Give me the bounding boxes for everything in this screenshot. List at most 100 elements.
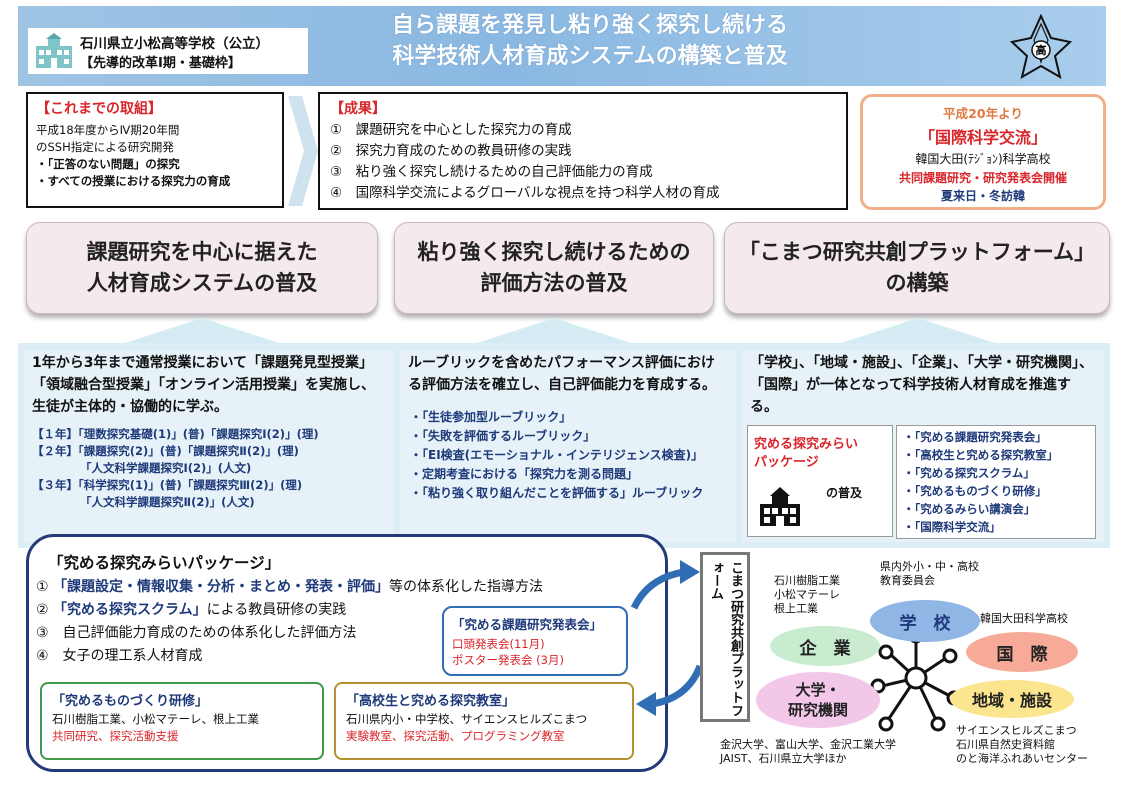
card-line: ポスター発表会 (3月) — [452, 653, 564, 667]
package-card: 究める探究みらい パッケージ の普及 — [747, 425, 893, 537]
pillar-platform: 「こまつ研究共創プラットフォーム」の構築 — [724, 222, 1110, 314]
package-item-4: ④ 女子の理工系人材育成 — [36, 648, 203, 664]
person-node-icon — [942, 648, 958, 664]
note-line: 県内外小・中・高校 — [880, 560, 979, 573]
intl-season: 夏来日・冬訪韓 — [940, 189, 1025, 203]
pillar-line: 評価方法の普及 — [480, 271, 628, 295]
past-line: 平成18年度からⅣ期20年間 — [36, 123, 180, 137]
international-exchange-box: 平成20年より 「国際科学交流」 韓国大田(ﾃｼﾞｮﾝ)科学高校 共同課題研究・… — [860, 94, 1106, 210]
evaluation-item: ・「生徒参加型ルーブリック」 — [410, 410, 572, 424]
research-presentation-card: 「究める課題研究発表会」 口頭発表会(11月) ポスター発表会 (3月) — [442, 606, 628, 676]
card-title: 「究める課題研究発表会」 — [452, 617, 603, 632]
person-node-icon — [878, 644, 894, 660]
title-line-2: 科学技術人材育成システムの構築と普及 — [392, 44, 788, 69]
region-note: サイエンスヒルズこまつ 石川県自然史資料館 のと海洋ふれあいセンター — [956, 724, 1088, 766]
events-card: ・「究める課題研究発表会」 ・「高校生と究める探究教室」 ・「究める探究スクラム… — [896, 425, 1096, 539]
pillar-line: 粘り強く探究し続けるための — [417, 240, 691, 264]
package-title-line: 究める探究みらい — [754, 437, 859, 452]
note-line: サイエンスヒルズこまつ — [956, 724, 1077, 737]
note-line: JAIST、石川県立大学ほか — [720, 752, 847, 765]
evaluation-item: ・「EI検査(エモーショナル・インテリジェンス検査)」 — [410, 448, 704, 462]
emblem-char: 高 — [1036, 43, 1047, 57]
course-line: 「人文科学課題探究Ⅰ(2)」(人文) — [80, 461, 252, 475]
school-designation: 【先導的改革Ⅰ期・基礎枠】 — [80, 56, 241, 71]
course-line: 「人文科学課題探究Ⅱ(2)」(人文) — [80, 495, 255, 509]
course-line: 【２年】「課題探究(2)」(普)「課題探究Ⅱ(2)」(理) — [32, 444, 299, 458]
pointer-triangle — [122, 318, 282, 344]
card-line: 実験教室、探究活動、プログラミング教室 — [346, 729, 565, 743]
intl-since: 平成20年より — [943, 106, 1023, 121]
past-efforts-box: 【これまでの取組】 平成18年度からⅣ期20年間 のSSH指定による研究開発 ・… — [26, 92, 284, 208]
inquiry-class-card: 「高校生と究める探究教室」 石川県内小・中学校、サイエンスヒルズこまつ 実験教室… — [334, 682, 634, 760]
course-line: 【１年】「理数探究基礎(1)」(普)「課題探究Ⅰ(2)」(理) — [32, 427, 319, 441]
evaluation-item: ・「粘り強く取り組んだことを評価する」ルーブリック — [410, 486, 704, 500]
node-university: 大学・研究機関 — [756, 672, 880, 728]
page-title: 自ら課題を発見し粘り強く探究し続ける 科学技術人材育成システムの構築と普及 — [330, 10, 850, 72]
column-lead: ルーブリックを含めたパフォーマンス評価における評価方法を確立し、自己評価能力を育… — [408, 355, 716, 393]
hub-node-icon — [904, 666, 928, 690]
pillar-line: 課題研究を中心に据えた — [86, 240, 318, 264]
intl-event: 共同課題研究・研究発表会開催 — [898, 171, 1067, 185]
node-company: 企 業 — [770, 626, 880, 666]
card-title: 「高校生と究める探究教室」 — [346, 694, 516, 709]
company-note: 石川樹脂工業 小松マテーレ 根上工業 — [774, 574, 840, 616]
card-line: 共同研究、探究活動支援 — [52, 729, 179, 743]
pillar-research-system: 課題研究を中心に据えた人材育成システムの普及 — [26, 222, 378, 314]
item-number: ② — [36, 602, 49, 618]
school-emblem-icon: 高 — [1010, 14, 1072, 80]
package-title: 「究める探究みらいパッケージ」 — [48, 554, 281, 572]
school-name: 石川県立小松高等学校（公立） — [80, 36, 269, 52]
pillar-line: の構築 — [885, 271, 949, 295]
school-card: 石川県立小松高等学校（公立） 【先導的改革Ⅰ期・基礎枠】 — [28, 28, 308, 74]
card-title: 「究めるものづくり研修」 — [52, 694, 209, 709]
note-line: 根上工業 — [774, 602, 818, 615]
item-bold: 「課題設定・情報収集・分析・まとめ・発表・評価」 — [53, 579, 390, 595]
evaluation-item: ・定期考査における「探究力を測る問題」 — [410, 467, 639, 481]
card-line: 口頭発表会(11月) — [452, 637, 545, 651]
event-item: ・「高校生と究める探究教室」 — [903, 448, 1059, 462]
node-label-line: 大学・ — [795, 681, 841, 699]
pillar-evaluation: 粘り強く探究し続けるための評価方法の普及 — [394, 222, 714, 314]
manufacturing-training-card: 「究めるものづくり研修」 石川樹脂工業、小松マテーレ、根上工業 共同研究、探究活… — [40, 682, 324, 760]
chevron-right-icon — [288, 96, 318, 206]
event-item: ・「国際科学交流」 — [903, 520, 1001, 534]
card-line: 石川県内小・中学校、サイエンスヒルズこまつ — [346, 712, 588, 726]
platform-label-box: こまつ研究共創プラットフォーム — [700, 552, 750, 722]
item-bold: 「究める探究スクラム」 — [53, 602, 207, 618]
note-line: 石川県自然史資料館 — [956, 738, 1055, 751]
result-item: ② 探究力育成のための教員研修の実践 — [330, 143, 572, 159]
pillar-line: 人材育成システムの普及 — [86, 271, 318, 295]
event-item: ・「究める探究スクラム」 — [903, 466, 1035, 480]
note-line: のと海洋ふれあいセンター — [956, 752, 1088, 765]
past-title: 【これまでの取組】 — [36, 101, 162, 117]
university-note: 金沢大学、富山大学、金沢工業大学 JAIST、石川県立大学ほか — [720, 738, 896, 766]
past-line: のSSH指定による研究開発 — [36, 140, 174, 154]
package-note: の普及 — [826, 486, 863, 500]
note-line: 金沢大学、富山大学、金沢工業大学 — [720, 738, 896, 751]
result-item: ③ 粘り強く探究し続けるための自己評価能力の育成 — [330, 164, 653, 180]
exchange-arrows-icon — [630, 560, 704, 716]
item-text: 等の体系化した指導方法 — [389, 579, 544, 595]
pointer-triangle — [838, 318, 998, 344]
item-text: による教員研修の実践 — [206, 602, 347, 618]
node-international: 国 際 — [966, 632, 1078, 672]
pointer-triangle — [474, 318, 634, 344]
pillar-line: 「こまつ研究共創プラットフォーム」 — [738, 240, 1096, 264]
past-line: ・「正答のない問題」の探究 — [36, 157, 180, 171]
package-item-1: ① 「課題設定・情報収集・分析・まとめ・発表・評価」等の体系化した指導方法 — [36, 576, 543, 596]
school-building-icon — [36, 33, 72, 68]
past-line: ・すべての授業における探究力の育成 — [36, 174, 231, 188]
school-building-icon — [760, 487, 800, 526]
result-item: ④ 国際科学交流によるグローバルな視点を持つ科学人材の育成 — [330, 185, 720, 201]
column-lead: 「学校」、「地域・施設」、「企業」、「大学・研究機関」、「国際」が一体となって科… — [750, 355, 1093, 415]
event-item: ・「究めるものづくり研修」 — [903, 484, 1047, 498]
result-item: ① 課題研究を中心とした探究力の育成 — [330, 122, 572, 138]
person-node-icon — [878, 716, 894, 732]
note-line: 小松マテーレ — [774, 588, 840, 601]
course-line: 【３年】「科学探究(1)」(普)「課題探究Ⅲ(2)」(理) — [32, 478, 303, 492]
title-line-1: 自ら課題を発見し粘り強く探究し続ける — [391, 13, 788, 38]
results-title: 【成果】 — [330, 101, 386, 117]
note-line: 石川樹脂工業 — [774, 574, 840, 587]
school-note: 県内外小・中・高校 教育委員会 — [880, 560, 979, 588]
node-school: 学 校 — [870, 600, 980, 642]
